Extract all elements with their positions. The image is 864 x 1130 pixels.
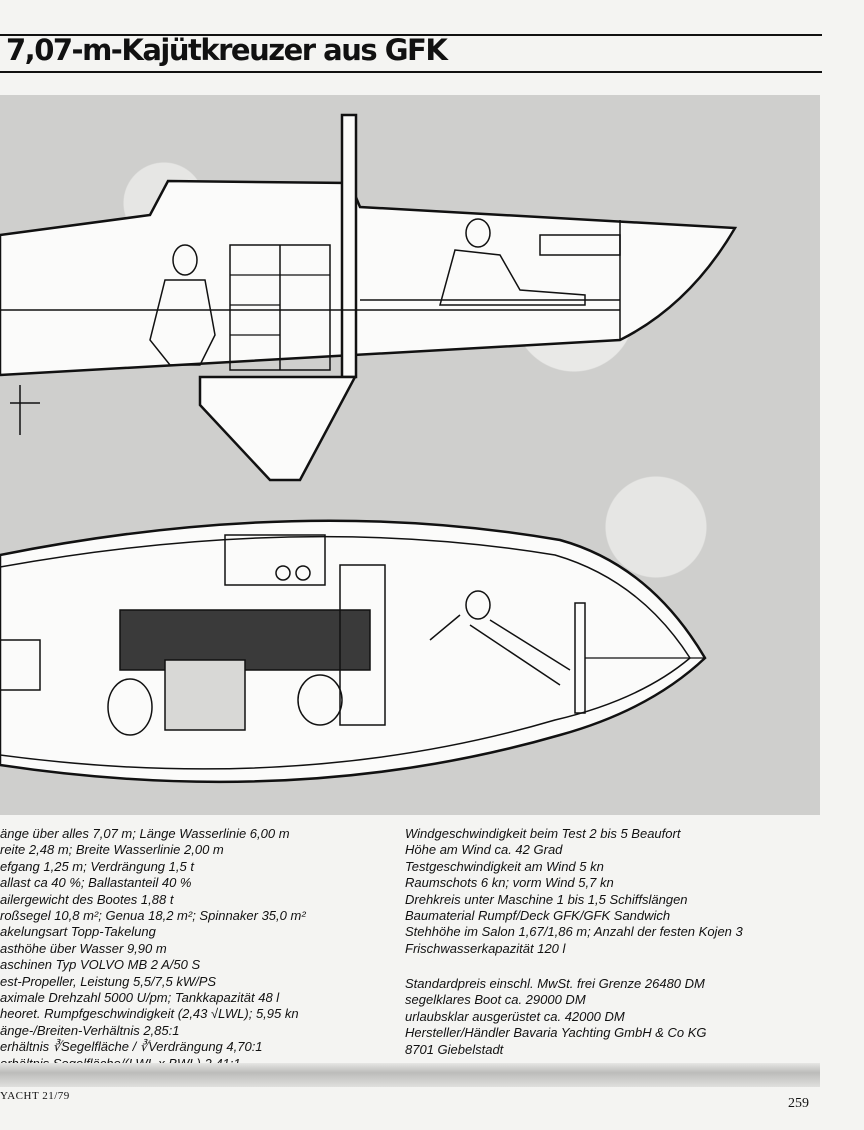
yacht-illustration [0,113,738,784]
spec-line: roßsegel 10,8 m²; Genua 18,2 m²; Spinnak… [0,908,306,924]
spec-line: reite 2,48 m; Breite Wasserlinie 2,00 m [0,842,224,858]
bottom-halftone-band [0,1063,820,1087]
spec-line: akelungsart Topp-Takelung [0,924,156,940]
spec-line: Raumschots 6 kn; vorm Wind 5,7 kn [405,875,614,891]
spec-line: est-Propeller, Leistung 5,5/7,5 kW/PS [0,973,217,989]
spec-line: aximale Drehzahl 5000 U/pm; Tankkapazitä… [0,990,280,1006]
spec-line: aschinen Typ VOLVO MB 2 A/50 S [0,957,201,973]
specs-right-column: Windgeschwindigkeit beim Test 2 bis 5 Be… [405,826,743,957]
spec-line: Frischwasserkapazität 120 l [405,940,566,956]
price-line: 8701 Giebelstadt [405,1041,504,1057]
spec-line: asthöhe über Wasser 9,90 m [0,940,167,956]
top-rule [0,34,822,36]
spec-line: Testgeschwindigkeit am Wind 5 kn [405,858,604,874]
footer-magazine-issue: YACHT 21/79 [0,1090,70,1102]
spec-line: efgang 1,25 m; Verdrängung 1,5 t [0,858,194,874]
page-number: 259 [788,1096,809,1111]
spec-line: änge über alles 7,07 m; Länge Wasserlini… [0,826,290,841]
spec-line: Windgeschwindigkeit beim Test 2 bis 5 Be… [405,826,681,841]
price-line: Standardpreis einschl. MwSt. frei Grenze… [405,976,705,991]
spec-line: änge-/Breiten-Verhältnis 2,85:1 [0,1022,180,1038]
price-line: Hersteller/Händler Bavaria Yachting GmbH… [405,1025,707,1041]
spec-line: allast ca 40 %; Ballastanteil 40 % [0,875,192,891]
article-title: 7,07-m-Kajütkreuzer aus GFK [6,33,448,67]
spec-line: erhältnis ∛Segelfläche / ∛Verdrängung 4,… [0,1039,263,1055]
spec-line: Stehhöhe im Salon 1,67/1,86 m; Anzahl de… [405,924,743,940]
specs-left-column: änge über alles 7,07 m; Länge Wasserlini… [0,826,395,1072]
price-line: urlaubsklar ausgerüstet ca. 42000 DM [405,1008,625,1024]
spec-line: ailergewicht des Bootes 1,88 t [0,891,174,907]
title-underline [0,71,822,73]
spec-line: Höhe am Wind ca. 42 Grad [405,842,563,858]
price-line: segelklares Boot ca. 29000 DM [405,992,586,1008]
deck-plan-drawing [0,519,707,784]
price-info: Standardpreis einschl. MwSt. frei Grenze… [405,976,707,1058]
side-profile-drawing [0,113,738,482]
spec-line: Drehkreis unter Maschine 1 bis 1,5 Schif… [405,891,688,907]
spec-line: heoret. Rumpfgeschwindigkeit (2,43 √LWL)… [0,1006,299,1022]
spec-line: Baumaterial Rumpf/Deck GFK/GFK Sandwich [405,908,671,924]
